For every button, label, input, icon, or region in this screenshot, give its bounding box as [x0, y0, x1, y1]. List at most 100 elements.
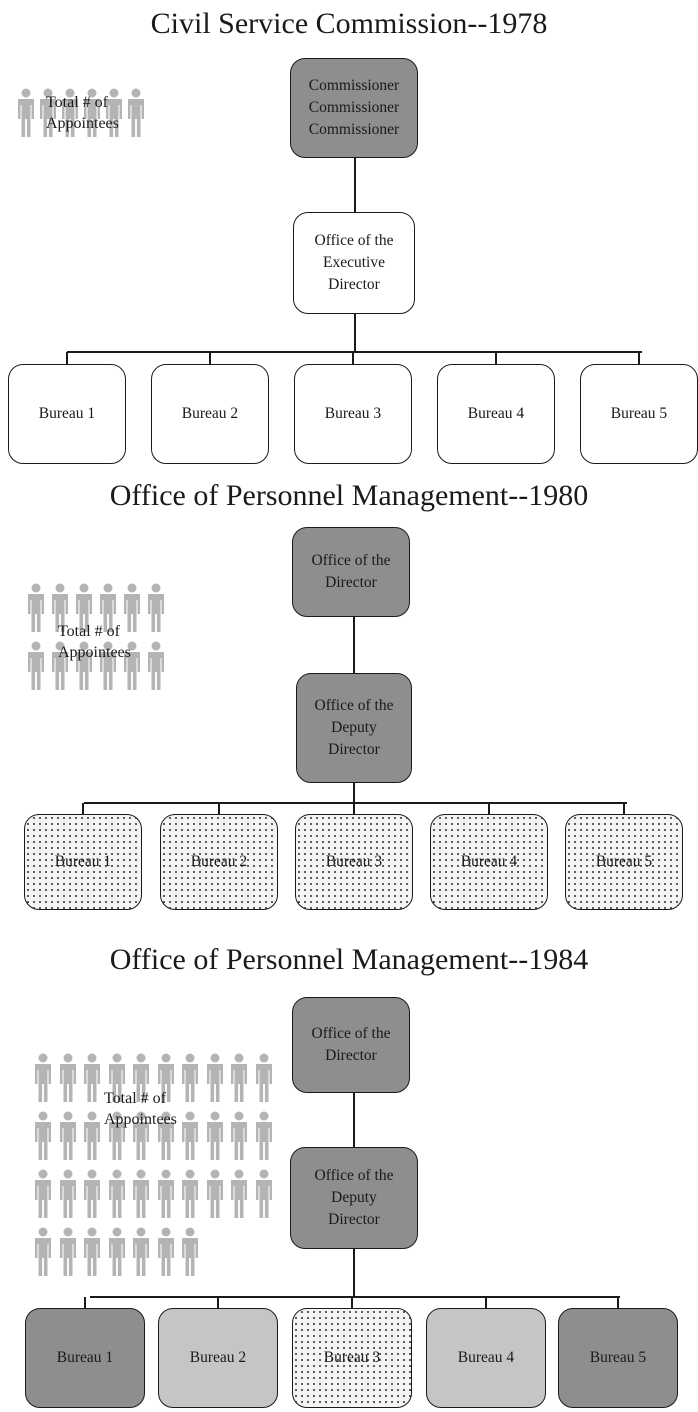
bureau-bus-line [67, 351, 642, 353]
person-icon [82, 1169, 102, 1219]
middle-office-box-line: Deputy [331, 719, 377, 736]
connector-top-to-middle [354, 158, 356, 212]
person-icon [33, 1169, 53, 1219]
person-icon [107, 1111, 127, 1161]
person-icon [58, 1227, 78, 1277]
person-icon [26, 641, 46, 691]
bureau-label: Bureau 4 [460, 853, 518, 870]
person-icon [98, 641, 118, 691]
connector-middle-to-bus [354, 314, 356, 352]
middle-office-box-line: Director [328, 276, 380, 293]
bureau-label: Bureau 5 [610, 405, 668, 422]
person-icon [33, 1111, 53, 1161]
person-icon [58, 1169, 78, 1219]
bureau-label: Bureau 2 [181, 405, 239, 422]
person-icon [82, 1227, 102, 1277]
chart-title: Office of Personnel Management--1984 [109, 943, 589, 976]
person-icon [131, 1169, 151, 1219]
middle-office-box-line: Office of the [314, 697, 394, 714]
bureau-label: Bureau 5 [589, 1349, 647, 1366]
bureau-label: Bureau 3 [325, 853, 383, 870]
person-icon [205, 1169, 225, 1219]
middle-office-box-line: Deputy [331, 1189, 377, 1206]
top-office-box-line: Director [325, 574, 377, 591]
person-icon [156, 1227, 176, 1277]
bureau-label: Bureau 1 [54, 853, 112, 870]
connector-bureau-4 [485, 1297, 487, 1308]
person-icon [205, 1053, 225, 1103]
person-icon [60, 88, 80, 138]
connector-bureau-2 [218, 803, 220, 814]
person-icon [156, 1111, 176, 1161]
person-icon [38, 88, 58, 138]
person-icon [82, 88, 102, 138]
bureau-box-2: Bureau 2 [151, 364, 269, 464]
person-icon [98, 583, 118, 633]
connector-bureau-3 [352, 352, 354, 364]
person-icon [122, 583, 142, 633]
connector-bureau-3 [353, 803, 355, 814]
connector-bureau-1 [82, 803, 84, 814]
bureau-label: Bureau 3 [323, 1349, 381, 1366]
bureau-bus-line [90, 1296, 620, 1298]
person-icon [131, 1227, 151, 1277]
bureau-box-2: Bureau 2 [160, 814, 278, 910]
person-icon [50, 641, 70, 691]
bureau-box-1: Bureau 1 [8, 364, 126, 464]
person-icon [26, 583, 46, 633]
bureau-box-2: Bureau 2 [158, 1308, 278, 1408]
person-icon [33, 1053, 53, 1103]
connector-bureau-1 [66, 352, 68, 364]
appointees-label-line: Appointees [58, 644, 131, 661]
appointees-label: Total # of Appointees [58, 621, 131, 663]
person-icon [107, 1169, 127, 1219]
person-icon [131, 1053, 151, 1103]
connector-bureau-5 [623, 803, 625, 814]
connector-bureau-2 [209, 352, 211, 364]
bureau-label: Bureau 1 [56, 1349, 114, 1366]
bureau-label: Bureau 1 [38, 405, 96, 422]
bureau-label: Bureau 2 [189, 1349, 247, 1366]
top-office-box-line: Office of the [311, 552, 391, 569]
middle-office-box-line: Office of the [314, 1167, 394, 1184]
bureau-box-5: Bureau 5 [580, 364, 698, 464]
chart-title: Office of Personnel Management--1980 [109, 479, 589, 512]
person-icon [126, 88, 146, 138]
top-office-box-line: Commissioner [308, 77, 400, 94]
person-icon [33, 1227, 53, 1277]
appointees-label-line: Total # of [58, 623, 120, 640]
bureau-label: Bureau 3 [324, 405, 382, 422]
person-icon [180, 1169, 200, 1219]
person-icon [74, 641, 94, 691]
bureau-box-3: Bureau 3 [292, 1308, 412, 1408]
person-icon [254, 1111, 274, 1161]
person-icon [229, 1053, 249, 1103]
person-icon [156, 1053, 176, 1103]
connector-bureau-4 [488, 803, 490, 814]
chart-title: Civil Service Commission--1978 [150, 7, 548, 40]
connector-middle-to-bus [353, 1249, 355, 1297]
person-icon [107, 1053, 127, 1103]
person-icon [146, 641, 166, 691]
connector-bureau-4 [495, 352, 497, 364]
connector-bureau-5 [617, 1297, 619, 1308]
connector-bureau-1 [84, 1297, 86, 1308]
bureau-box-3: Bureau 3 [295, 814, 413, 910]
person-icon [180, 1111, 200, 1161]
middle-office-box-line: Executive [323, 254, 385, 271]
appointees-label-line: Total # of [104, 1090, 166, 1107]
connector-bureau-2 [217, 1297, 219, 1308]
person-icon [131, 1111, 151, 1161]
person-icon [82, 1053, 102, 1103]
person-icon [58, 1053, 78, 1103]
person-icon [122, 641, 142, 691]
person-icon [180, 1053, 200, 1103]
bureau-label: Bureau 4 [467, 405, 525, 422]
